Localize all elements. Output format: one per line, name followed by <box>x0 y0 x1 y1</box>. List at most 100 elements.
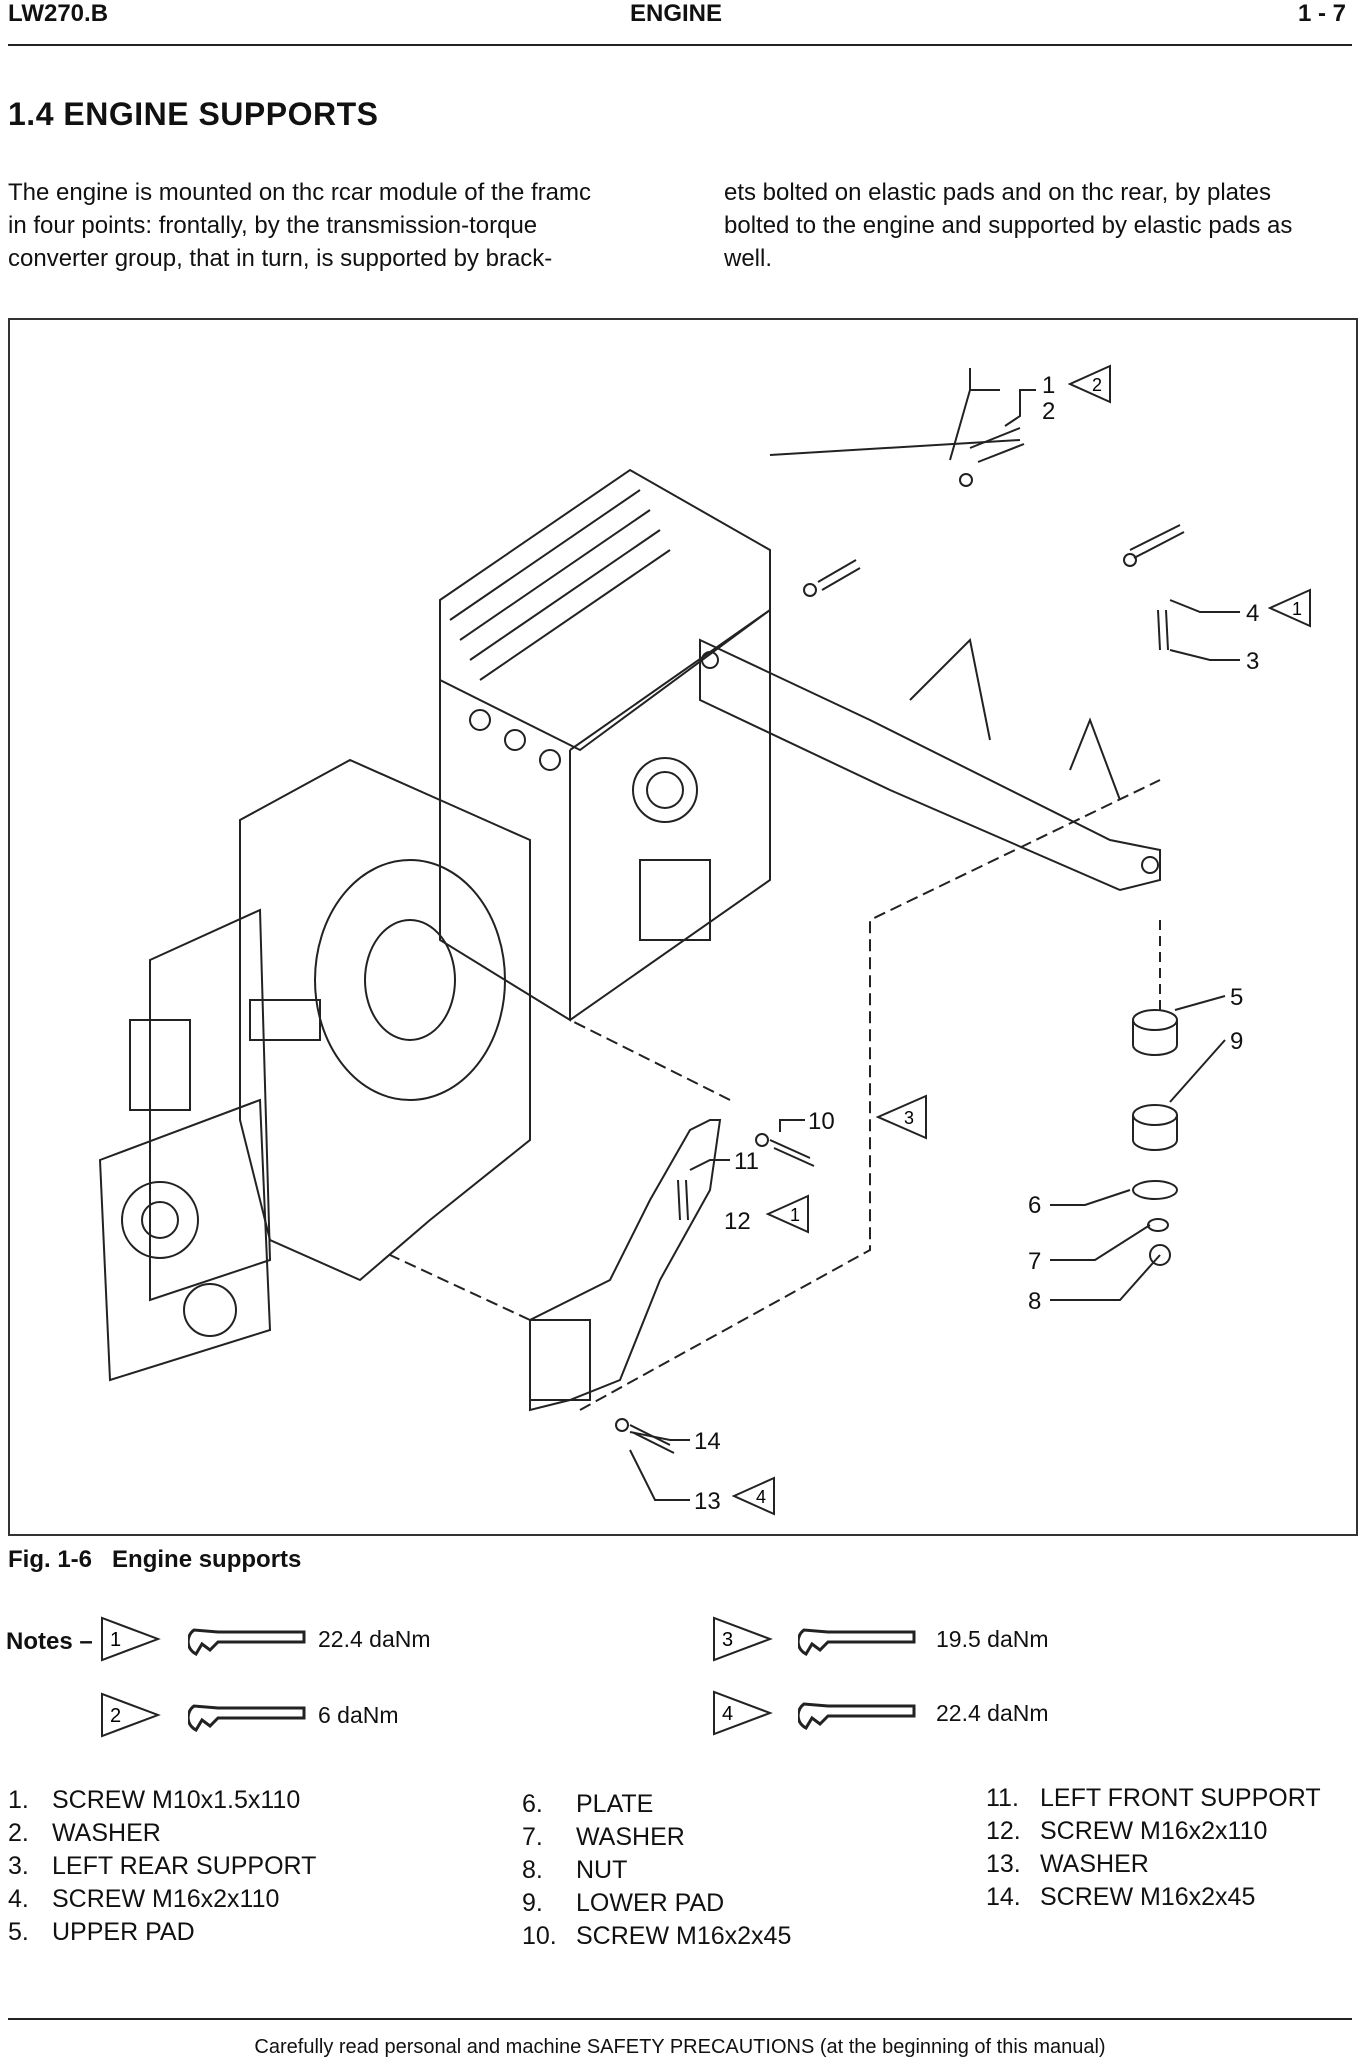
callout-5: 5 <box>1230 984 1244 1011</box>
legend-number: 4. <box>8 1885 29 1913</box>
note-tag-4: 4 <box>713 1690 773 1736</box>
legend-item: 5. UPPER PAD <box>8 1916 468 1949</box>
legend-number: 14. <box>986 1883 1021 1911</box>
note-tag-text: 1 <box>1292 599 1302 619</box>
section-title: 1.4 ENGINE SUPPORTS <box>8 96 379 132</box>
callout-2: 2 <box>1042 398 1056 425</box>
header-model: LW270.B <box>8 0 109 27</box>
note-tag-text: 2 <box>110 1705 121 1727</box>
legend-number: 8. <box>522 1856 543 1884</box>
note-tag-callout-13: 4 <box>731 1476 776 1521</box>
header-page-number: 1 - 7 <box>1297 0 1346 27</box>
elastic-pads <box>1132 920 1178 1266</box>
legend-column-2: 6. PLATE 7. WASHER 8. NUT 9.LOWER PAD 10. SC… <box>522 1788 962 1953</box>
legend-item: 4. SCREW M16x2x110 <box>8 1883 468 1916</box>
legend-text: LOWER PAD <box>576 1889 725 1917</box>
note-torque-value: 22.4 daNm <box>318 1626 431 1652</box>
legend-text: PLATE <box>576 1790 654 1818</box>
callout-11: 11 <box>734 1148 759 1175</box>
callout-13: 13 <box>694 1488 721 1515</box>
figure-caption: Fig. 1-6 Engine supports <box>8 1546 301 1574</box>
note-tag-2: 2 <box>101 1692 161 1738</box>
note-3: 3 19.5 daNm <box>712 1614 1172 1664</box>
legend-item: 13. WASHER <box>986 1848 1356 1881</box>
legend-text: SCREW M16x2x45 <box>576 1922 792 1950</box>
engine-supports-drawing <box>98 368 1240 1501</box>
note-tag-1: 1 <box>101 1616 161 1662</box>
legend-text: LEFT FRONT SUPPORT <box>1040 1784 1321 1812</box>
callout-7: 7 <box>1028 1248 1042 1275</box>
legend-text: WASHER <box>1040 1850 1149 1878</box>
legend-text: NUT <box>576 1856 628 1884</box>
legend-text: UPPER PAD <box>52 1918 195 1946</box>
callout-3: 3 <box>1246 648 1260 675</box>
legend-number: 6. <box>522 1790 543 1818</box>
figure-title: Engine supports <box>112 1546 302 1573</box>
legend-number: 13. <box>986 1850 1021 1878</box>
legend-number: 12. <box>986 1817 1021 1845</box>
engine-block-illustration <box>98 468 771 1382</box>
torque-wrench-icon <box>188 1628 306 1656</box>
header-section: ENGINE <box>630 0 723 27</box>
note-2: 2 6 daNm <box>100 1690 560 1740</box>
legend-item: 9.LOWER PAD <box>522 1887 962 1920</box>
note-torque-value: 6 daNm <box>318 1702 399 1728</box>
legend-number: 5. <box>8 1918 29 1946</box>
legend-text: SCREW M10x1.5x110 <box>52 1786 301 1814</box>
note-tag-3: 3 <box>713 1616 773 1662</box>
callout-8: 8 <box>1028 1288 1042 1315</box>
legend-text: SCREW M16x2x110 <box>1040 1817 1268 1845</box>
legend-column-3: 11.LEFT FRONT SUPPORT 12.SCREW M16x2x110… <box>986 1782 1356 1914</box>
legend-item: 2.WASHER <box>8 1817 468 1850</box>
note-tag-text: 2 <box>1092 375 1102 395</box>
header-rule <box>8 44 1352 46</box>
intro-line: bolted to the engine and supported by el… <box>724 212 1293 239</box>
legend-item: 12. SCREW M16x2x110 <box>986 1815 1356 1848</box>
intro-line: The engine is mounted on thc rcar module… <box>8 179 591 206</box>
intro-line: well. <box>724 245 773 272</box>
figure-number: Fig. 1-6 <box>8 1546 93 1573</box>
legend-item: 3.LEFT REAR SUPPORT <box>8 1850 468 1883</box>
intro-line: ets bolted on elastic pads and on thc re… <box>724 179 1272 206</box>
torque-wrench-icon <box>798 1702 916 1730</box>
callout-4: 4 <box>1246 600 1260 627</box>
legend-item: 14. SCREW M16x2x45 <box>986 1881 1356 1914</box>
legend-item: 7. WASHER <box>522 1821 962 1854</box>
note-tag-text: 3 <box>904 1108 914 1128</box>
note-tag-text: 1 <box>110 1629 121 1651</box>
note-tag-text: 4 <box>722 1703 733 1725</box>
note-tag-text: 4 <box>756 1487 766 1507</box>
note-tag-text: 3 <box>722 1629 733 1651</box>
footer-rule <box>8 2018 1352 2020</box>
callout-10: 10 <box>808 1108 835 1135</box>
callout-12: 12 <box>724 1208 751 1235</box>
legend-number: 10. <box>522 1922 557 1950</box>
legend-number: 7. <box>522 1823 543 1851</box>
note-tag-callout-12: 1 <box>765 1194 810 1239</box>
intro-column-2: ets bolted on elastic pads and on thc re… <box>724 176 1354 275</box>
legend-text: WASHER <box>52 1819 161 1847</box>
footer-safety-note: Carefully read personal and machine SAFE… <box>254 2036 1106 2058</box>
rear-screws <box>769 427 1185 651</box>
note-4: 4 22.4 daNm <box>712 1688 1172 1738</box>
legend-item: 10. SCREW M16x2x45 <box>522 1920 962 1953</box>
torque-wrench-icon <box>798 1628 916 1656</box>
callout-6: 6 <box>1028 1192 1042 1219</box>
legend-item: 6. PLATE <box>522 1788 962 1821</box>
intro-line: converter group, that in turn, is suppor… <box>8 245 553 272</box>
note-tag-callout-4: 1 <box>1267 588 1312 633</box>
note-torque-value: 19.5 daNm <box>936 1626 1049 1652</box>
intro-line: in four points: frontally, by the transm… <box>8 212 538 239</box>
legend-text: SCREW M16x2x45 <box>1040 1883 1256 1911</box>
legend-text: WASHER <box>576 1823 685 1851</box>
legend-text: SCREW M16x2x110 <box>52 1885 280 1913</box>
intro-column-1: The engine is mounted on thc rcar module… <box>8 176 648 275</box>
legend-item: 1. SCREW M10x1.5x110 <box>8 1784 468 1817</box>
note-tag-text: 1 <box>790 1205 800 1225</box>
legend-number: 1. <box>8 1786 29 1814</box>
callout-leaders <box>629 368 1240 1501</box>
legend-item: 8. NUT <box>522 1854 962 1887</box>
callout-1: 1 <box>1042 372 1056 399</box>
note-1: 1 22.4 daNm <box>100 1614 560 1664</box>
notes-label: Notes – <box>6 1628 93 1655</box>
